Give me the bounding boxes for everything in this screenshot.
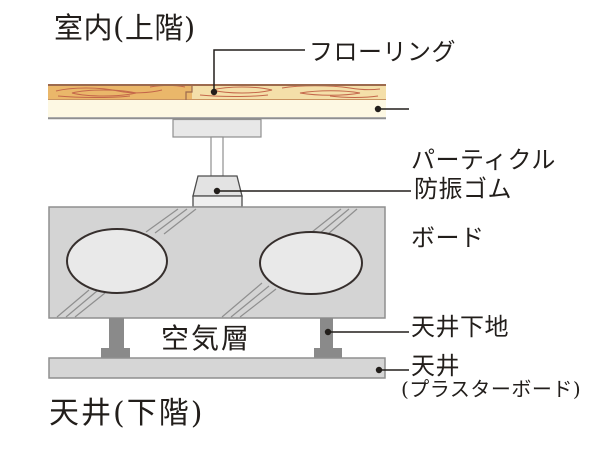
air-layer-label: 空気層 (161, 322, 252, 355)
flooring-layer (48, 84, 386, 100)
particle-board-label: パーティクル ボード (411, 95, 556, 303)
particle-board-fill (48, 100, 386, 117)
slab-hatch-lines (56, 208, 358, 318)
ceiling-label: 天井 (411, 352, 460, 380)
ceiling-hanger-left (101, 318, 130, 358)
ceiling-hanger-right (314, 318, 342, 358)
flooring-leader-dot (210, 88, 218, 96)
floor-support-assembly (172, 118, 262, 208)
wood-plank-left (48, 84, 192, 100)
support-base-plate (192, 195, 243, 208)
concrete-slab (48, 206, 386, 319)
particle-board-layer (48, 100, 386, 120)
particle-board-leader-dot (374, 105, 382, 113)
flooring-leader (213, 49, 305, 92)
ceiling-leader-dot (375, 366, 383, 374)
ceiling-board (48, 357, 386, 379)
room-upper-label: 室内(上階) (54, 11, 196, 45)
particle-board-label-line1: パーティクル (411, 146, 556, 174)
flooring-label: フローリング (309, 38, 456, 66)
ceiling-material-label: (プラスターボード) (401, 377, 582, 401)
rubber-leader-dot (213, 187, 221, 195)
support-top-plate (172, 118, 262, 138)
slab-void-right (259, 231, 363, 295)
wood-grain-texture (55, 85, 381, 98)
vibration-rubber-label: 防振ゴム (414, 175, 512, 203)
ceiling-base-leader-dot (324, 328, 332, 336)
room-lower-label: 天井(下階) (49, 396, 205, 431)
ceiling-base-label: 天井下地 (411, 313, 509, 341)
particle-board-label-line2: ボード (411, 224, 485, 252)
support-post (210, 136, 224, 177)
leader-lines (213, 49, 411, 371)
slab-void-left (66, 228, 168, 294)
leader-dots (210, 88, 383, 374)
plank-joint (185, 84, 193, 100)
